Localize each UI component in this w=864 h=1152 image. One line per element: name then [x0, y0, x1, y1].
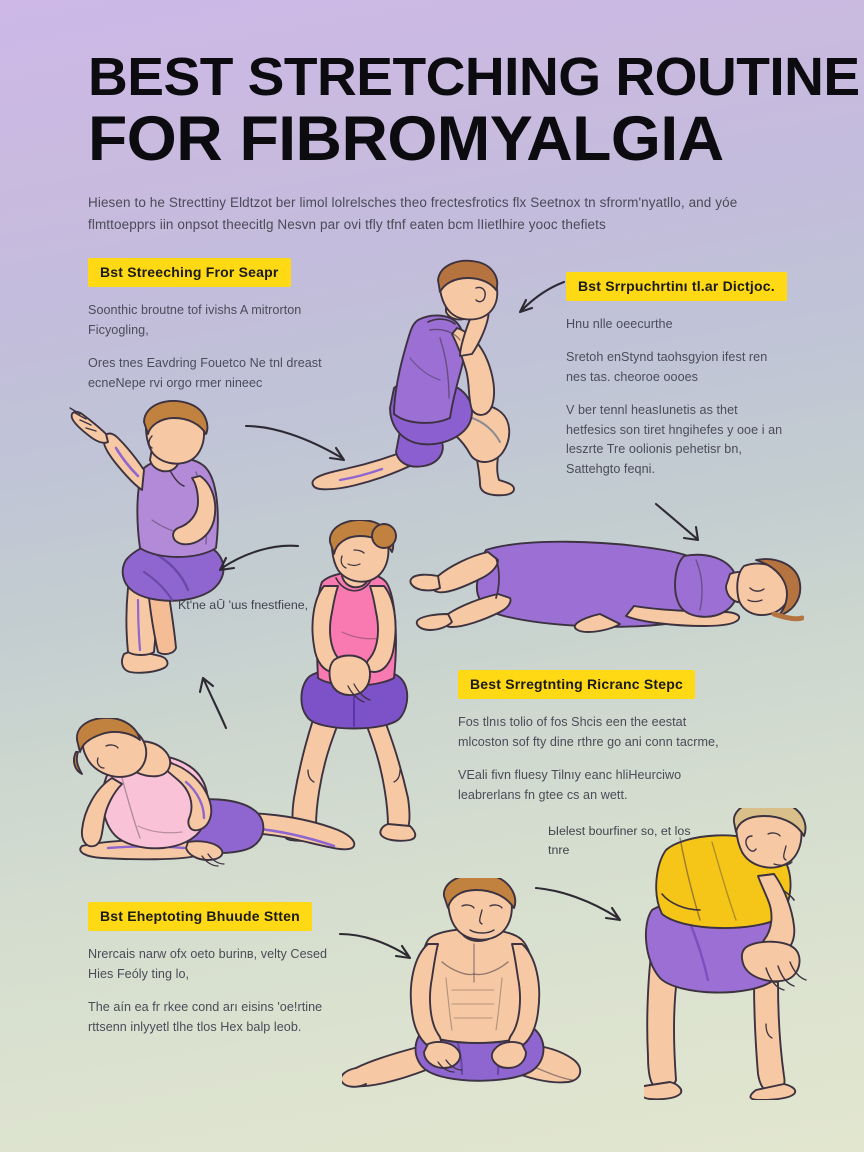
curved-arrow-mid-right — [654, 502, 700, 542]
section-back-tag: Bst Srrpuchrtinı tl.ar Dictjoc. — [566, 272, 787, 301]
page-title: BEST STRETCHING ROUTINE FOR FIBROMYALGIA — [88, 50, 860, 170]
section-hamstring-tag: Bst Eheptoting Bhuude Stten — [88, 902, 312, 931]
section-shoulder-paragraph-2: Ores tnes Eavdring Fouetco Ne tnl dreast… — [88, 355, 322, 390]
knee-caption: Kt'ne aŪ 'ɯs fnestfiene, — [178, 598, 309, 612]
standing-knee-lean-figure — [644, 808, 844, 1100]
curved-arrow-bottom-right — [534, 886, 622, 922]
section-hamstring-paragraph-1: Nrercais narw ofx oeto burinв, velty Ces… — [88, 947, 328, 981]
curved-arrow-top-left — [244, 424, 346, 462]
seated-straddle-splits-figure — [342, 878, 622, 1110]
section-shoulder: Bst Streeching Fror Seapr Soonthic brout… — [88, 258, 356, 394]
title-line-1: BEST STRETCHING ROUTINE — [88, 47, 860, 107]
title-line-2: FOR FIBROMYALGIA — [88, 103, 724, 174]
section-shoulder-tag: Bst Streeching Fror Seapr — [88, 258, 291, 287]
section-hamstring: Bst Eheptoting Bhuude Stten Nrercais nar… — [88, 902, 336, 1038]
section-back-paragraph-3: V ber tennl heasIunetis as thet hetfesic… — [566, 402, 783, 477]
seated-overhead-reach-figure — [60, 400, 282, 680]
section-spine-paragraph-1: Fos tlnıs tolio of fos Shcis een the ees… — [458, 715, 719, 749]
curved-arrow-top-right — [518, 280, 566, 314]
section-spine-tag: Best Srregtnting Ricranc Stepc — [458, 670, 695, 699]
lower-right-caption: Ыelest bourfiner so, et los tnre — [548, 824, 691, 858]
kneeling-lunge-neck-stretch-figure — [300, 258, 550, 520]
section-hamstring-paragraph-2: The aín ea fr rkee cond arı eisins 'oe!r… — [88, 999, 323, 1034]
section-back-paragraph-1: Hnu nlle oeecurthe — [566, 317, 673, 331]
section-spine-paragraph-2: VEali fivn fluesy Tilnıy eanc hliHeurciw… — [458, 767, 682, 802]
curved-arrow-lower-left — [198, 676, 228, 730]
section-spine: Best Srregtnting Ricranc Stepc Fos tlnıs… — [458, 670, 738, 806]
section-back: Bst Srrpuchrtinı tl.ar Dictjoc. Hnu nlle… — [566, 272, 788, 480]
section-shoulder-paragraph-1: Soonthic broutne tof ivishs A mitrorton … — [88, 303, 302, 337]
curved-arrow-mid-left — [218, 544, 300, 572]
side-lying-stretch-figure — [62, 718, 362, 902]
standing-wide-leg-stretch-figure — [258, 520, 450, 842]
prone-lying-relaxation-figure — [404, 532, 804, 662]
curved-arrow-bottom-left — [338, 932, 412, 960]
section-back-paragraph-2: Sretoh enStynd taohsgyion ifest ren nes … — [566, 349, 768, 384]
subtitle-text: Hiesen to he Strecttiny Eldtzot ber limo… — [88, 195, 738, 232]
